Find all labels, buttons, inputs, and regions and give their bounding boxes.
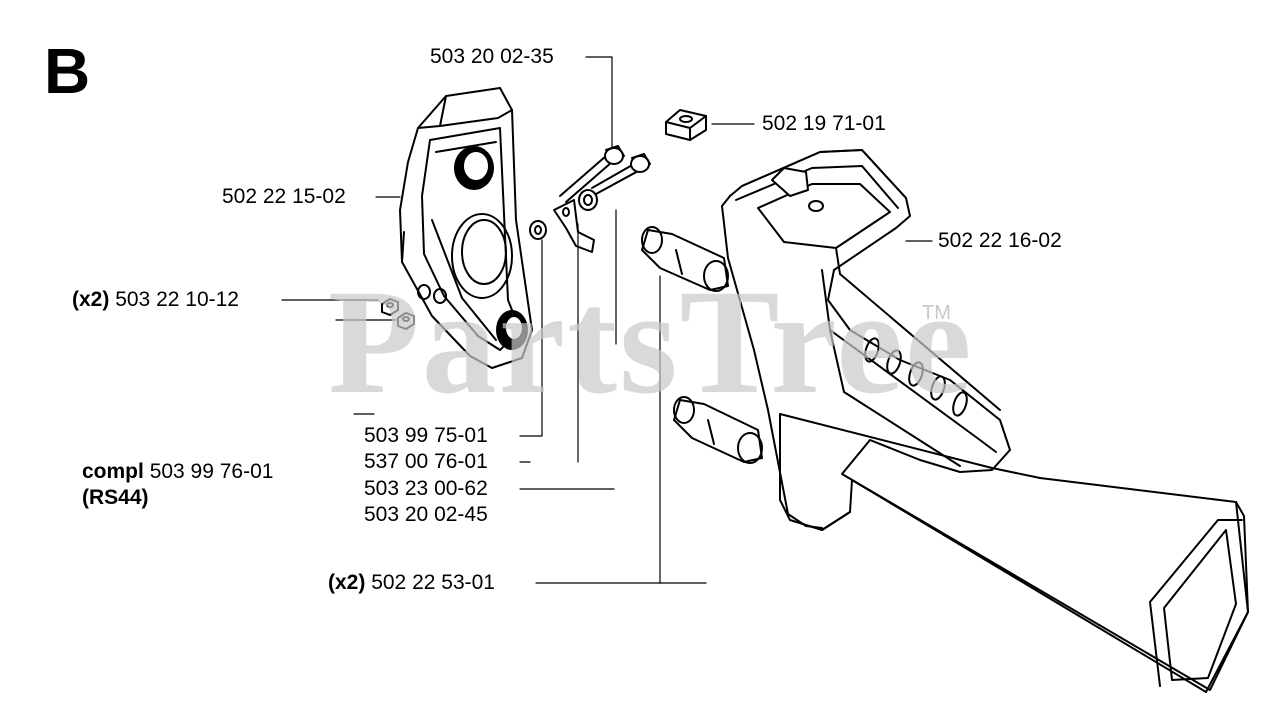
quantity-label: (x2) xyxy=(328,571,366,594)
callout-502-22-16-02[interactable]: 502 22 16-02 xyxy=(938,229,1062,253)
callout-503-99-75-01[interactable]: 503 99 75-01 xyxy=(364,424,488,448)
watermark-trademark: TM xyxy=(922,302,951,324)
part-number: 503 22 10-12 xyxy=(115,288,239,311)
assembly-model-label: (RS44) xyxy=(82,486,149,509)
handle-tube-drawing xyxy=(721,149,1249,693)
callout-503-22-10-12[interactable]: (x2) 503 22 10-12 xyxy=(72,288,239,312)
assembly-prefix: compl xyxy=(82,460,144,483)
assembly-model: (RS44) xyxy=(82,486,149,510)
rubber-plug-drawing xyxy=(641,226,763,464)
assembly-part-number: 503 99 76-01 xyxy=(149,460,274,483)
callout-537-00-76-01[interactable]: 537 00 76-01 xyxy=(364,450,488,474)
part-number: 503 20 02-45 xyxy=(364,503,488,526)
clip-and-washers-drawing xyxy=(381,189,598,330)
callout-503-23-00-62[interactable]: 503 23 00-62 xyxy=(364,477,488,501)
assembly-callout[interactable]: compl 503 99 76-01 xyxy=(82,460,273,484)
part-number: 537 00 76-01 xyxy=(364,450,488,473)
part-number: 502 19 71-01 xyxy=(762,112,886,135)
part-number: 502 22 15-02 xyxy=(222,185,346,208)
part-number: 502 22 53-01 xyxy=(371,571,495,594)
part-number: 503 20 02-35 xyxy=(430,45,554,68)
leader-lines xyxy=(281,56,933,584)
section-letter: B xyxy=(44,35,91,107)
quantity-label: (x2) xyxy=(72,288,110,311)
part-number: 503 99 75-01 xyxy=(364,424,488,447)
callout-502-22-53-01[interactable]: (x2) 502 22 53-01 xyxy=(328,571,495,595)
watermark: PartsTree xyxy=(328,259,974,425)
square-nut-drawing xyxy=(665,109,707,141)
callout-502-22-15-02[interactable]: 502 22 15-02 xyxy=(222,185,346,209)
callout-503-20-02-45[interactable]: 503 20 02-45 xyxy=(364,503,488,527)
clamp-plate-drawing xyxy=(399,87,533,369)
part-number: 503 23 00-62 xyxy=(364,477,488,500)
part-number: 502 22 16-02 xyxy=(938,229,1062,252)
bolt-drawing xyxy=(559,145,651,203)
callout-503-20-02-35[interactable]: 503 20 02-35 xyxy=(430,45,554,69)
callout-502-19-71-01[interactable]: 502 19 71-01 xyxy=(762,112,886,136)
